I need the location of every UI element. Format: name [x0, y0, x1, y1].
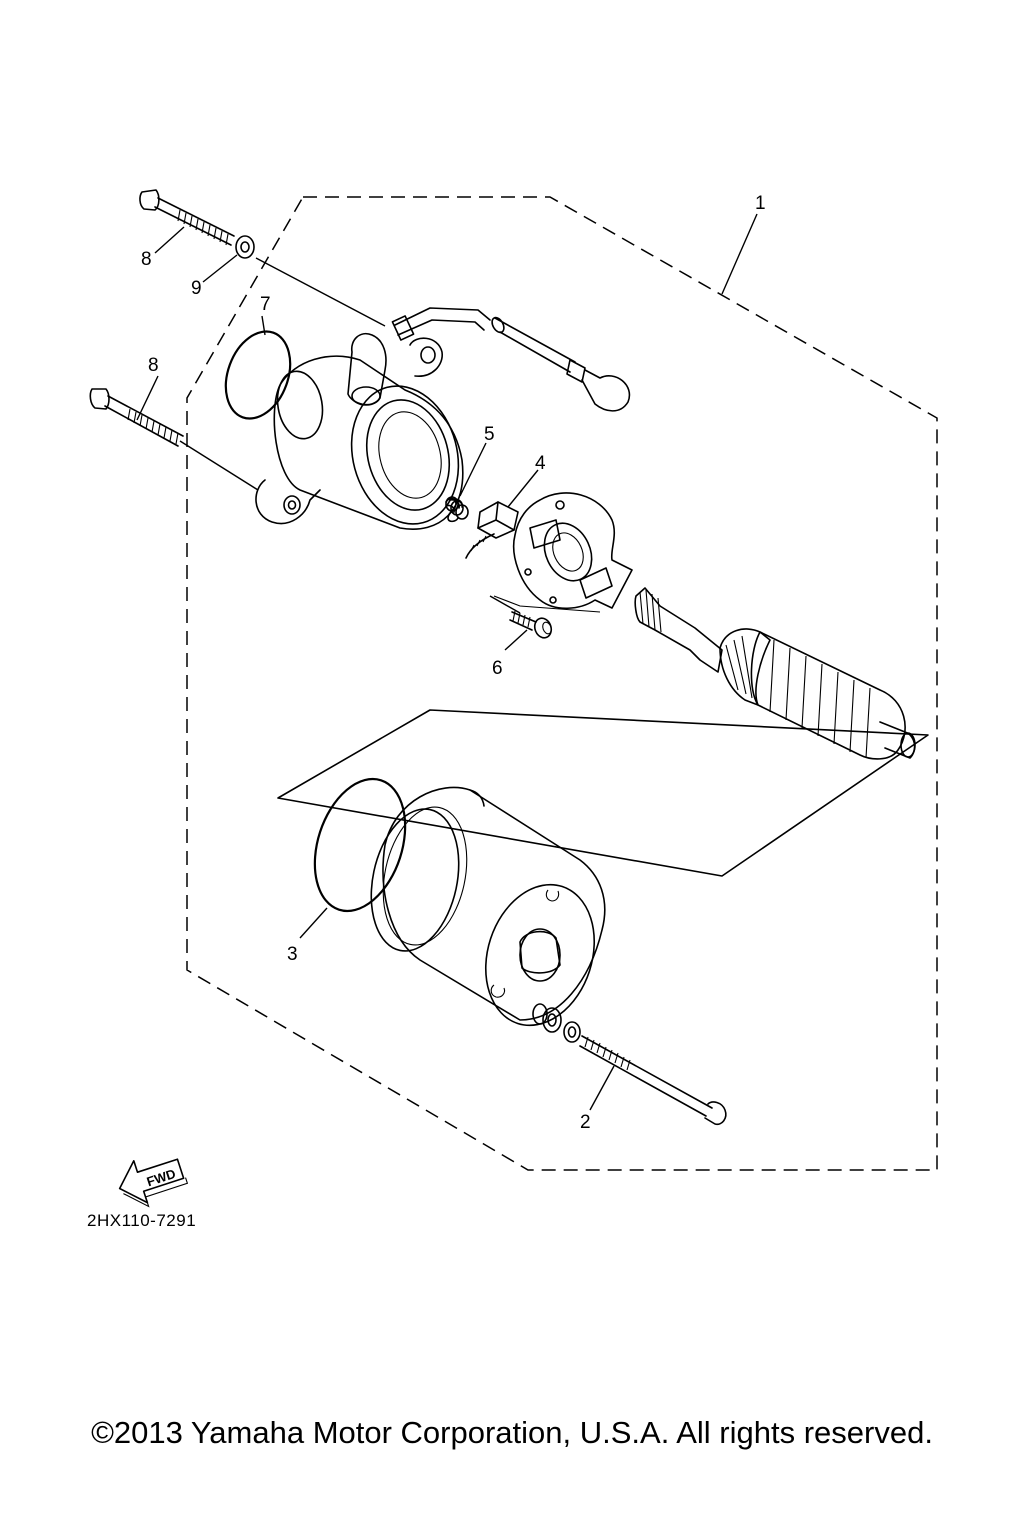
brush-holder	[493, 492, 633, 613]
brush-4	[465, 501, 519, 559]
o-ring-7	[224, 330, 292, 420]
motor-yoke	[370, 786, 606, 1027]
callout-1: 1	[755, 193, 766, 214]
copyright-notice: ©2013 Yamaha Motor Corporation, U.S.A. A…	[91, 1415, 933, 1450]
screw-6	[509, 610, 553, 639]
through-bolt-2	[579, 1035, 727, 1126]
washer-9	[235, 235, 255, 259]
callout-4: 4	[535, 453, 546, 474]
callout-6: 6	[492, 658, 503, 679]
armature	[634, 587, 916, 760]
assembly-boundary	[186, 196, 938, 1171]
callout-5: 5	[484, 424, 495, 445]
callout-3: 3	[287, 944, 298, 965]
bolt-8-upper	[139, 189, 235, 246]
callout-7: 7	[260, 294, 271, 315]
through-bolt-washers	[532, 1003, 581, 1043]
o-ring-3	[313, 777, 407, 913]
bolt-8-lower	[89, 388, 184, 447]
diagram-part-code: 2HX110-7291	[87, 1211, 197, 1230]
armature-outline-box	[277, 709, 929, 877]
callout-8-upper: 8	[141, 249, 152, 270]
fwd-arrow-icon: FWD	[118, 1158, 189, 1208]
callout-2: 2	[580, 1112, 591, 1133]
front-cover	[255, 307, 491, 530]
callout-9: 9	[191, 278, 202, 299]
breather-hose	[491, 316, 631, 412]
callout-8-lower: 8	[148, 355, 159, 376]
leader-lines	[136, 213, 758, 1111]
spring-5	[445, 496, 469, 523]
